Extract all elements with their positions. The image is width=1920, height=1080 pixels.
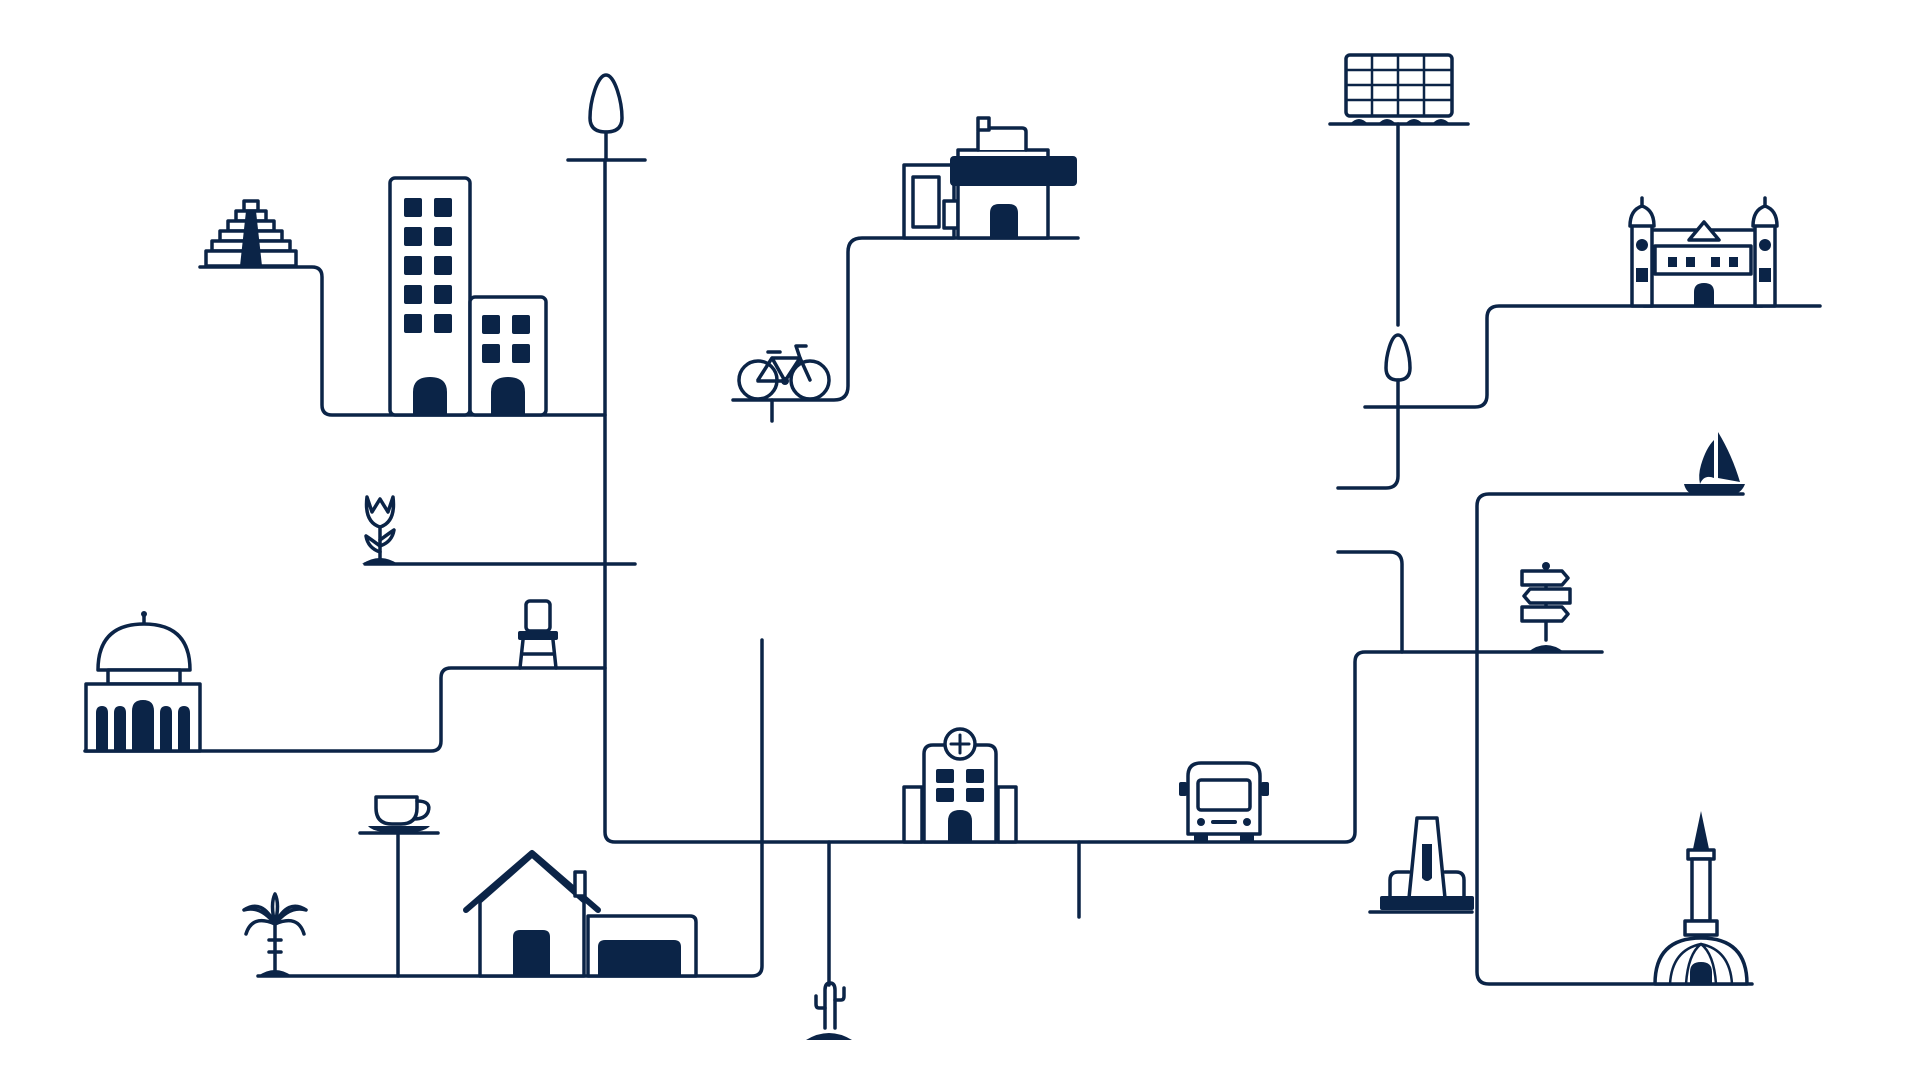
road-main-trunk: [603, 158, 1604, 844]
coffee-cup-icon: [368, 795, 431, 833]
pyramid-icon: [204, 199, 298, 268]
shop-icon: [902, 116, 1077, 240]
tulip-icon: [362, 495, 398, 564]
road-tree-to-palace: [1363, 304, 1822, 409]
road-tree-hook: [1336, 405, 1400, 490]
house-icon: [463, 850, 601, 978]
palm-tree-icon: [242, 892, 308, 976]
solar-panel-icon: [1344, 53, 1454, 124]
road-chair-temple: [83, 666, 607, 753]
road-pyramid-to-buildings: [198, 265, 607, 417]
bus-icon: [1179, 761, 1269, 842]
tower-icon: [1653, 811, 1749, 986]
road-bicycle-to-shop: [731, 236, 1080, 402]
road-sail-to-tower: [1475, 492, 1754, 986]
office-buildings-icon: [388, 176, 548, 417]
monument-icon: [1380, 816, 1474, 910]
signpost-icon: [1520, 562, 1572, 652]
chair-icon: [518, 599, 558, 670]
garage-icon: [586, 914, 698, 978]
palace-icon: [1628, 196, 1779, 308]
road-network: [83, 122, 1822, 987]
road-house-street: [256, 638, 764, 978]
road-hook-to-signpost: [1336, 550, 1404, 654]
bicycle-icon: [737, 344, 831, 401]
hospital-icon: [902, 727, 1018, 844]
domed-temple-icon: [84, 611, 202, 753]
sailboat-icon: [1684, 432, 1745, 494]
tree-icon: [588, 73, 624, 162]
tree-icon: [1384, 333, 1412, 409]
cactus-icon: [806, 981, 852, 1040]
